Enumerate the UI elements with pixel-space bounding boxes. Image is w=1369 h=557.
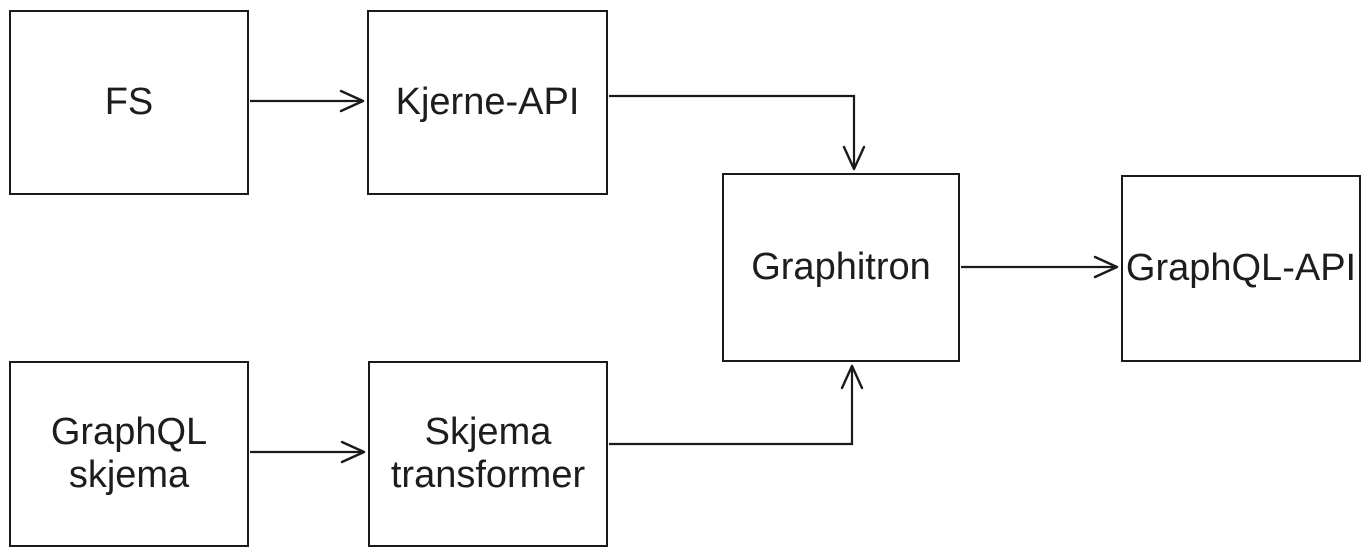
- node-graphql-api: GraphQL-API: [1121, 175, 1361, 362]
- node-graphitron-label: Graphitron: [751, 246, 931, 289]
- node-skjema-transformer: Skjema transformer: [368, 361, 608, 547]
- node-skjema-transformer-label: Skjema transformer: [390, 411, 586, 496]
- node-fs-label: FS: [104, 81, 154, 124]
- node-graphitron: Graphitron: [722, 173, 960, 362]
- edge-kjerne-api-to-graphitron: [609, 94, 866, 171]
- node-fs: FS: [9, 10, 249, 195]
- node-kjerne-api: Kjerne-API: [367, 10, 608, 195]
- edge-skjema-transformer-to-graphitron: [609, 364, 864, 446]
- node-graphql-skjema-label: GraphQL skjema: [50, 411, 208, 496]
- node-kjerne-api-label: Kjerne-API: [395, 81, 580, 124]
- node-graphql-skjema: GraphQL skjema: [9, 361, 249, 547]
- node-graphql-api-label: GraphQL-API: [1125, 247, 1357, 290]
